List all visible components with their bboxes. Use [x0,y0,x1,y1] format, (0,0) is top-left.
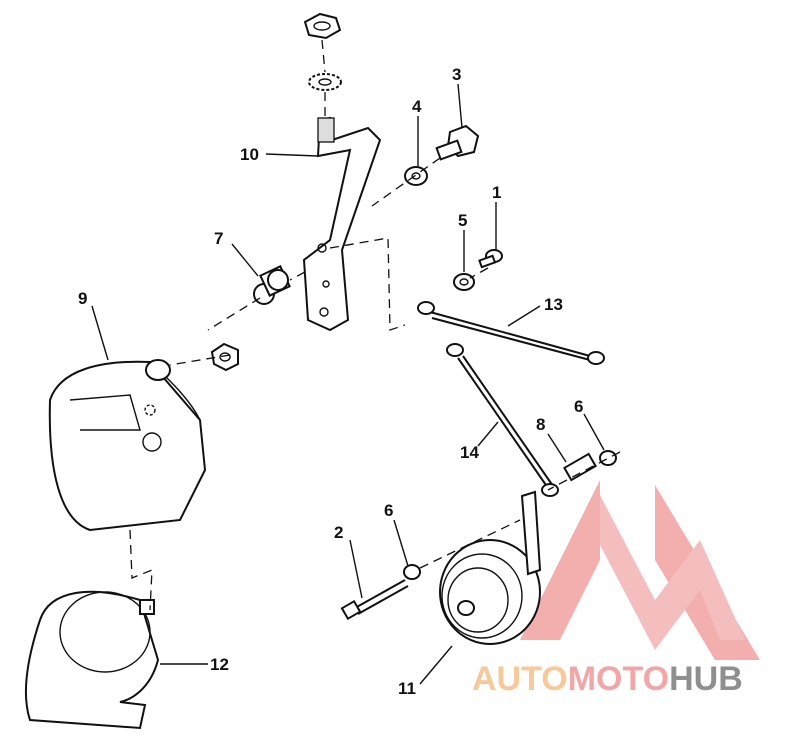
callout-1: 1 [492,183,501,202]
callouts: 1 2 3 4 5 6 6 7 8 9 10 11 12 13 14 [78,65,583,698]
callout-10: 10 [240,145,259,164]
callout-8: 8 [536,415,545,434]
wire-13 [417,301,605,365]
watermark-word-auto: AUTO [472,660,568,698]
watermark-m-shape [600,495,745,650]
callout-5: 5 [458,211,467,230]
assembly-lines [129,39,621,611]
bolt-3 [435,124,480,161]
wire-14 [446,343,559,497]
screw-1 [478,249,503,269]
svg-text:AUTOMOTOHUB: AUTOMOTOHUB [472,660,743,698]
horn-9 [48,359,207,532]
callout-9: 9 [78,289,87,308]
callout-11: 11 [398,679,416,698]
bolt-2 [340,579,409,621]
watermark-word-moto: MOTO [568,660,669,698]
callout-7: 7 [214,229,223,248]
leader-lines [91,83,605,685]
callout-14: 14 [460,443,479,462]
watermark-logo [520,480,760,660]
watermark-text: AUTOMOTOHUB [472,660,743,698]
washer-6b [403,564,421,580]
mounting-bracket [302,116,382,332]
callout-13: 13 [544,295,563,314]
callout-6a: 6 [574,397,583,416]
washer-6a [599,450,617,466]
callout-2: 2 [334,523,343,542]
hex-nut-horn-9 [210,342,239,372]
watermark-word-hub: HUB [669,660,743,698]
callout-4: 4 [412,97,422,116]
spacer-8 [563,452,597,482]
horn-12 [24,590,160,730]
horn-11 [439,490,542,645]
star-lock-washer [308,73,342,91]
callout-6b: 6 [384,501,393,520]
callout-3: 3 [452,65,461,84]
lock-washer-5 [453,273,475,291]
callout-12: 12 [210,655,229,674]
top-nut [303,12,342,40]
